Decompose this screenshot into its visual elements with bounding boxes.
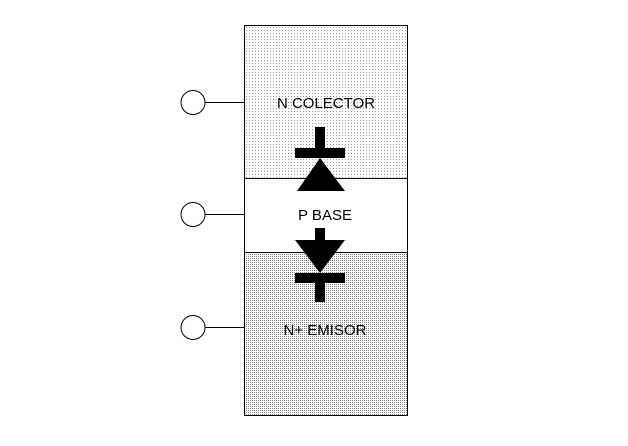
base-terminal-circle (180, 202, 206, 227)
lower-diode-icon (295, 228, 345, 302)
collector-label: N COLECTOR (277, 95, 375, 112)
emitter-terminal-circle (180, 315, 206, 340)
base-label: P BASE (298, 207, 352, 224)
base-terminal (180, 202, 245, 227)
emitter-terminal (180, 315, 245, 340)
collector-terminal-circle (180, 90, 206, 115)
upper-diode-icon (295, 127, 345, 191)
emitter-label: N+ EMISOR (284, 322, 367, 339)
collector-terminal (180, 90, 245, 115)
